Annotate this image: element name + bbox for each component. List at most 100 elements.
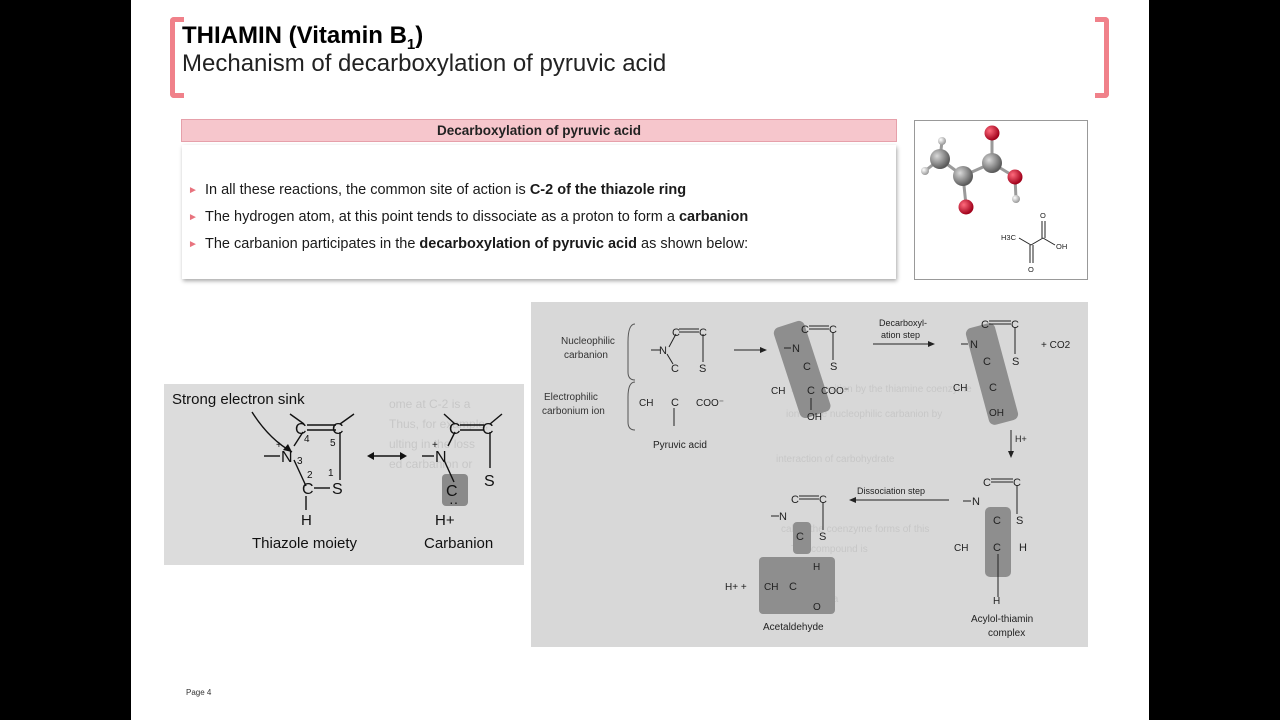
svg-text:ulting in the loss: ulting in the loss [389, 437, 475, 451]
thiazole-carbanion-photo: ome at C-2 is a Thus, for example, ultin… [164, 384, 524, 565]
svg-text:S: S [1012, 356, 1019, 368]
title-bracket-left [170, 17, 184, 98]
svg-text:N: N [970, 339, 978, 351]
dissociation-step-label: Dissociation step [857, 486, 925, 496]
hydrogen-label: H [301, 512, 312, 529]
svg-text:CH: CH [771, 386, 785, 397]
bullet-arrow-icon: ► [188, 185, 198, 196]
svg-text:C: C [449, 421, 461, 438]
acylol-thiamin-label: Acylol-thiamin [971, 614, 1033, 625]
bullet-box: ►In all these reactions, the common site… [182, 145, 896, 279]
o-bottom-label: O [1028, 265, 1034, 274]
o-top-label: O [1040, 211, 1046, 220]
svg-text:S: S [830, 361, 837, 373]
svg-text:C: C [295, 421, 307, 438]
svg-text:same position by the thiamine: same position by the thiamine coenzyme [791, 384, 972, 395]
bullet-item: ►The carbanion participates in the decar… [188, 231, 748, 258]
co2-label: + CO2 [1041, 340, 1071, 351]
oh-label: OH [1056, 242, 1067, 251]
svg-text:C: C [672, 327, 680, 339]
svg-text:C: C [789, 581, 797, 593]
svg-text:COO⁻: COO⁻ [696, 398, 724, 409]
bullet-arrow-icon: ► [188, 212, 198, 223]
svg-text:N: N [972, 496, 980, 508]
svg-text:CH: CH [953, 383, 967, 394]
svg-text:ion of the nucleophilic carban: ion of the nucleophilic carbanion by [786, 409, 942, 420]
svg-text:ome at C-2 is a: ome at C-2 is a [389, 397, 471, 411]
svg-text:O: O [813, 602, 821, 613]
svg-text:C: C [791, 494, 799, 506]
bullet-list: ►In all these reactions, the common site… [188, 177, 748, 258]
bullet-item: ►In all these reactions, the common site… [188, 177, 748, 204]
svg-text:C: C [983, 356, 991, 368]
pyruvic-acid-label: Pyruvic acid [653, 440, 707, 451]
svg-text:C: C [482, 421, 494, 438]
svg-text:COO⁻: COO⁻ [821, 386, 849, 397]
decarboxylation-label: Decarboxyl- [879, 318, 927, 328]
svg-text:C: C [699, 327, 707, 339]
svg-text:C: C [981, 319, 989, 331]
acetaldehyde-label: Acetaldehyde [763, 622, 824, 633]
svg-text:S: S [1016, 515, 1023, 527]
svg-text:C: C [1011, 319, 1019, 331]
svg-text:The compound is: The compound is [791, 544, 868, 555]
svg-text:N: N [435, 449, 447, 466]
carbanion-label: Carbanion [424, 535, 493, 552]
svg-text:ed carbanion or: ed carbanion or [389, 457, 472, 471]
complex-label: complex [988, 628, 1025, 639]
svg-text:··: ·· [449, 494, 458, 510]
svg-text:C: C [993, 515, 1001, 527]
bullet-arrow-icon: ► [188, 239, 198, 250]
svg-text:C: C [302, 481, 314, 498]
svg-text:C: C [801, 324, 809, 336]
pyruvic-acid-molecule-figure: H3C OH O O [914, 120, 1088, 280]
proton-label: H+ [1015, 434, 1027, 444]
slide: THIAMIN (Vitamin B1) Mechanism of decarb… [131, 0, 1149, 720]
svg-text:H: H [813, 562, 820, 573]
svg-text:C: C [671, 363, 679, 375]
section-heading: Decarboxylation of pyruvic acid [181, 119, 897, 142]
svg-text:OH: OH [807, 412, 822, 423]
svg-text:C: C [807, 385, 815, 397]
svg-text:Thus, for example,: Thus, for example, [389, 417, 488, 431]
h3c-label: H3C [1001, 233, 1017, 242]
electrophilic-label: Electrophilic [544, 392, 598, 403]
ation-step-label: ation step [881, 330, 920, 340]
svg-text:C: C [332, 421, 344, 438]
carbanion-label: carbanion [564, 350, 608, 361]
proton-label: H+ [435, 512, 455, 529]
svg-text:C: C [989, 382, 997, 394]
svg-text:S: S [484, 473, 495, 490]
svg-text:called the coenzyme forms of t: called the coenzyme forms of this [781, 524, 929, 535]
svg-text:+: + [432, 440, 438, 451]
decarboxylation-mechanism-photo: same position by the thiamine coenzyme i… [531, 302, 1088, 647]
bullet-item: ►The hydrogen atom, at this point tends … [188, 204, 748, 231]
svg-text:+: + [276, 440, 282, 451]
svg-text:C: C [1013, 477, 1021, 489]
svg-text:H: H [993, 596, 1000, 607]
carbonium-ion-label: carbonium ion [542, 406, 605, 417]
svg-text:S: S [332, 481, 343, 498]
svg-text:4: 4 [304, 434, 310, 445]
svg-text:3: 3 [297, 456, 303, 467]
svg-text:C: C [796, 531, 804, 543]
svg-text:N: N [281, 449, 293, 466]
svg-text:OH: OH [989, 408, 1004, 419]
svg-text:C: C [803, 361, 811, 373]
ball-stick-model: H3C OH O O [921, 125, 1067, 274]
svg-text:1: 1 [328, 468, 334, 479]
svg-text:2: 2 [307, 470, 313, 481]
title-bracket-right [1095, 17, 1109, 98]
svg-text:C: C [993, 542, 1001, 554]
electron-sink-label: Strong electron sink [172, 391, 305, 408]
svg-text:N: N [659, 345, 667, 357]
svg-text:S: S [819, 531, 826, 543]
svg-text:S: S [699, 363, 706, 375]
svg-text:H: H [1019, 542, 1027, 554]
proton-plus-label: H+ + [725, 582, 747, 593]
svg-text:N: N [779, 511, 787, 523]
svg-text:C: C [446, 483, 458, 500]
svg-text:C: C [819, 494, 827, 506]
slide-subtitle: Mechanism of decarboxylation of pyruvic … [182, 50, 667, 77]
thiazole-moiety-label: Thiazole moiety [252, 535, 358, 552]
